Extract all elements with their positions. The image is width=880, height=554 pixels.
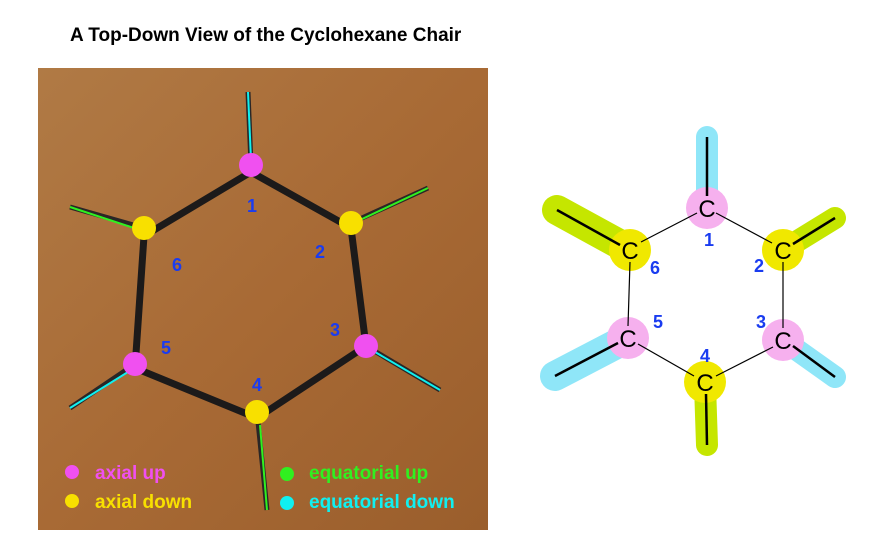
legend-axial-up: axial up [95,463,166,484]
legend-equatorial-up: equatorial up [309,463,428,484]
atom-c5: C [619,326,636,353]
atom-c1: C [698,196,715,223]
photo-label-4: 4 [252,375,262,395]
legend-equatorial-down: equatorial down [309,492,455,513]
carbon-6-axial-down-dot [132,216,156,240]
carbon-2-axial-down-dot [339,211,363,235]
atom-c3: C [774,328,791,355]
photo-label-3: 3 [330,320,340,340]
atom-c6: C [621,238,638,265]
carbon-4-axial-down-dot [245,400,269,424]
atom-c4: C [696,370,713,397]
carbon-4-highlight [684,361,726,403]
schematic-label-1: 1 [704,230,714,250]
carbon-5-axial-up-dot [123,352,147,376]
substituent-markers [69,91,441,511]
model-photo: 1 2 3 4 5 6 axial up axial down equatori… [38,68,488,530]
schematic-label-5: 5 [653,312,663,332]
legend-equatorial-down-dot [280,496,294,510]
schematic-label-4: 4 [700,346,710,366]
schematic-label-2: 2 [754,256,764,276]
legend-axial-down: axial down [95,492,192,513]
ring-sticks [131,168,370,422]
photo-label-5: 5 [161,338,171,358]
figure-title: A Top-Down View of the Cyclohexane Chair [70,25,462,46]
substituent-bonds [554,137,836,446]
legend-axial-up-dot [65,465,79,479]
legend: axial up axial down equatorial up equato… [65,463,455,513]
schematic-label-3: 3 [756,312,766,332]
carbon-1-axial-up-dot [239,153,263,177]
photo-label-1: 1 [247,196,257,216]
photo-label-6: 6 [172,255,182,275]
legend-axial-down-dot [65,494,79,508]
carbon-2-highlight [762,229,804,271]
atom-c2: C [774,238,791,265]
schematic-label-6: 6 [650,258,660,278]
carbon-3-axial-up-dot [354,334,378,358]
carbon-1-highlight [686,187,728,229]
ring-bonds [627,212,784,377]
cyclohexane-schematic: C C C C C C 1 2 3 4 5 6 [540,126,846,456]
legend-equatorial-up-dot [280,467,294,481]
carbon-5-highlight [607,317,649,359]
photo-label-2: 2 [315,242,325,262]
carbon-3-highlight [762,319,804,361]
carbon-6-highlight [609,229,651,271]
